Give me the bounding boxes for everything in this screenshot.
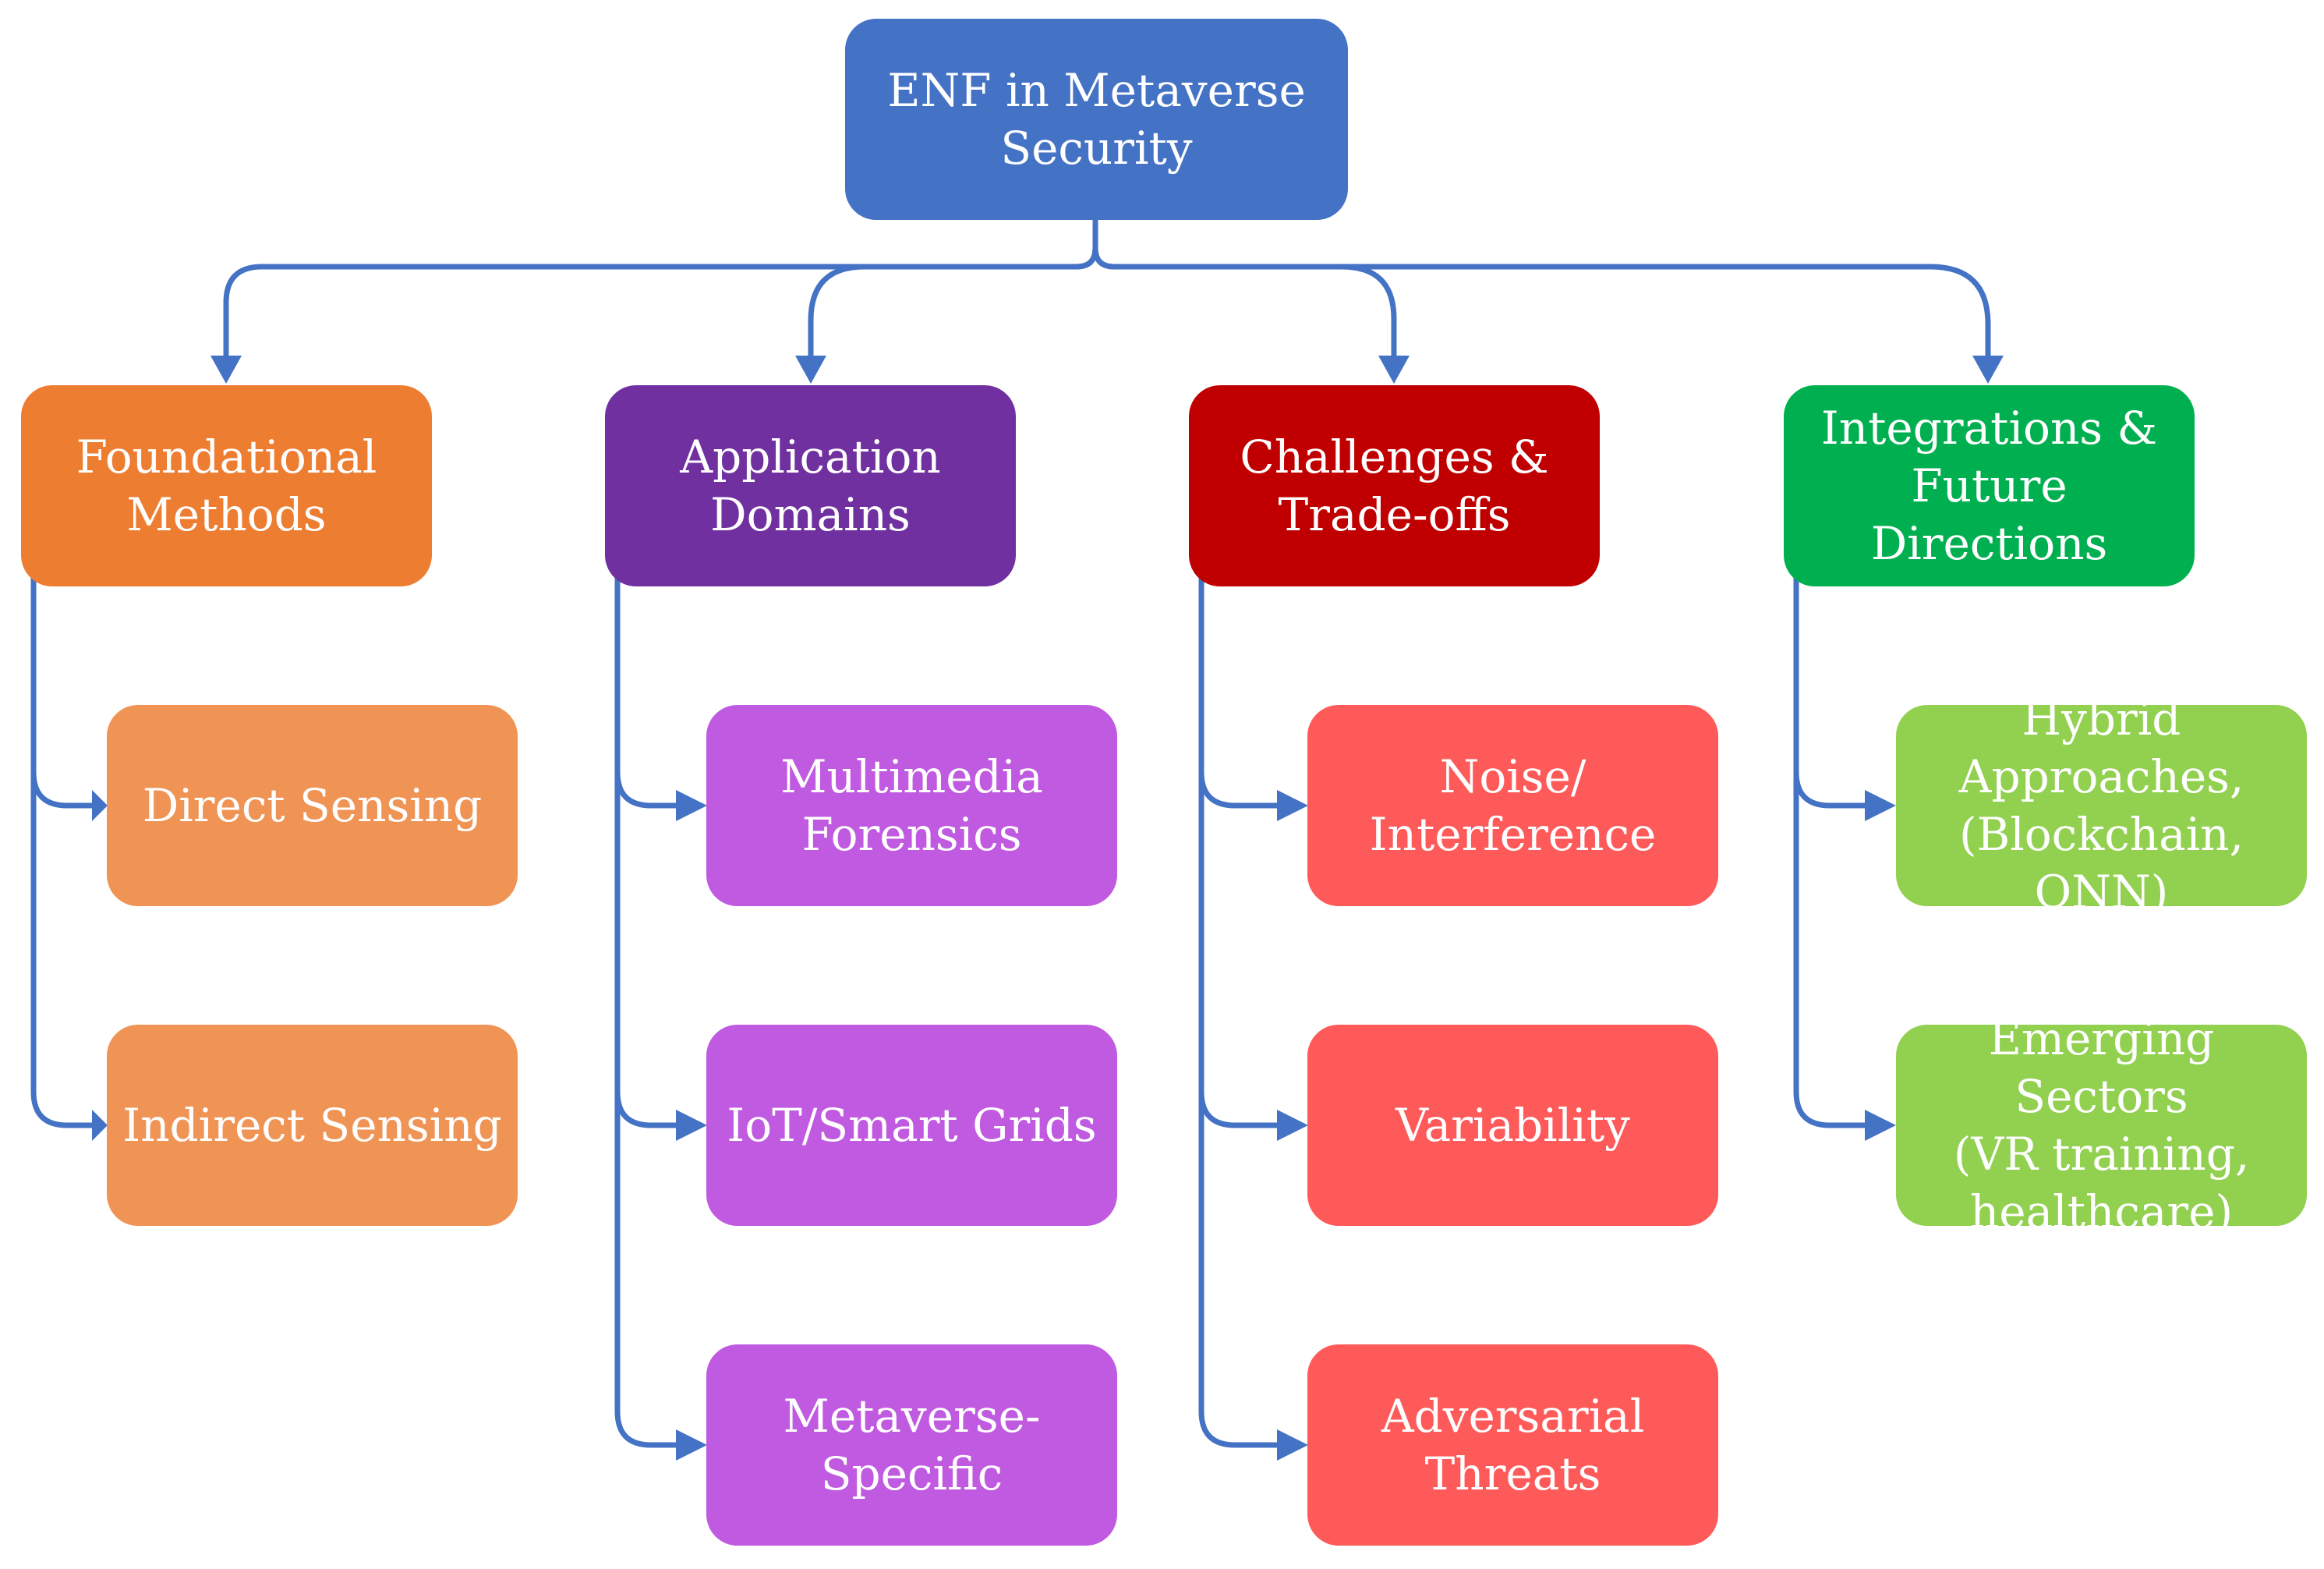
category-integrations-future: Integrations & Future Directions	[1784, 385, 2195, 586]
node-label: Emerging Sectors (VR training, healthcar…	[1953, 1012, 2250, 1238]
category-application-domains: Application Domains	[605, 385, 1016, 586]
node-label: IoT/Smart Grids	[727, 1099, 1097, 1152]
node-label: Direct Sensing	[142, 779, 483, 832]
connector-application-multimedia	[614, 570, 696, 809]
node-iot-smart-grids: IoT/Smart Grids	[706, 1025, 1117, 1226]
root-label: ENF in Metaverse Security	[887, 64, 1306, 175]
arrowhead-integrations	[1972, 356, 2004, 384]
node-indirect-sensing: Indirect Sensing	[107, 1025, 518, 1226]
connector-challenges-adversarial	[1198, 570, 1297, 1448]
node-label: Variability	[1395, 1099, 1630, 1152]
node-label: Noise/ Interference	[1369, 750, 1657, 861]
arrowhead-application	[795, 356, 826, 384]
connector-challenges-variability	[1198, 570, 1297, 1128]
connector-application-iot	[614, 570, 696, 1128]
node-multimedia-forensics: Multimedia Forensics	[706, 705, 1117, 906]
node-metaverse-specific: Metaverse- Specific	[706, 1344, 1117, 1546]
connector-application-metaverse	[614, 570, 696, 1448]
arrowhead-noise	[1277, 790, 1308, 821]
arrowhead-iot	[676, 1110, 707, 1141]
arrowhead-multimedia	[676, 790, 707, 821]
node-hybrid-approaches: Hybrid Approaches, (Blockchain, QNN)	[1896, 692, 2307, 919]
category-label: Integrations & Future Directions	[1820, 402, 2158, 570]
arrowhead-metaverse	[676, 1429, 707, 1461]
category-label: Foundational Methods	[76, 430, 377, 541]
category-challenges-tradeoffs: Challenges & Trade-offs	[1189, 385, 1600, 586]
arrowhead-indirect	[92, 1110, 108, 1141]
connector-root-integrations	[1092, 215, 1991, 360]
arrowhead-hybrid	[1865, 790, 1896, 821]
node-emerging-sectors: Emerging Sectors (VR training, healthcar…	[1896, 1012, 2307, 1238]
arrowhead-challenges	[1378, 356, 1410, 384]
arrowhead-variability	[1277, 1110, 1308, 1141]
connector-root-challenges	[1092, 215, 1397, 360]
connector-root-foundational	[223, 215, 1098, 360]
category-foundational-methods: Foundational Methods	[21, 385, 432, 586]
connector-root-application	[808, 215, 1098, 360]
arrowhead-foundational	[210, 356, 242, 384]
connector-challenges-noise	[1198, 570, 1297, 809]
node-label: Metaverse- Specific	[783, 1390, 1041, 1500]
node-label: Multimedia Forensics	[780, 750, 1043, 861]
connector-foundational-direct	[30, 570, 97, 809]
node-adversarial-threats: Adversarial Threats	[1307, 1344, 1718, 1546]
node-label: Indirect Sensing	[122, 1099, 502, 1152]
node-noise-interference: Noise/ Interference	[1307, 705, 1718, 906]
arrowhead-adversarial	[1277, 1429, 1308, 1461]
arrowhead-direct	[92, 790, 108, 821]
category-label: Challenges & Trade-offs	[1240, 430, 1549, 541]
category-label: Application Domains	[680, 430, 941, 541]
node-label: Hybrid Approaches, (Blockchain, QNN)	[1958, 692, 2244, 919]
connector-integrations-hybrid	[1793, 570, 1869, 809]
root-node: ENF in Metaverse Security	[845, 19, 1348, 220]
node-variability: Variability	[1307, 1025, 1718, 1226]
connector-integrations-emerging	[1793, 570, 1869, 1128]
arrowhead-emerging	[1865, 1110, 1896, 1141]
connector-foundational-indirect	[30, 570, 97, 1128]
node-direct-sensing: Direct Sensing	[107, 705, 518, 906]
node-label: Adversarial Threats	[1381, 1390, 1645, 1500]
